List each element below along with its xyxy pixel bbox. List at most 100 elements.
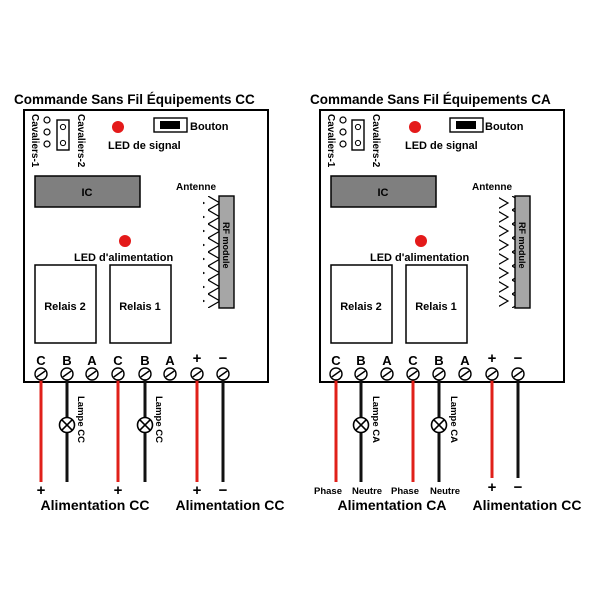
left-bottom-sign: +: [114, 482, 123, 499]
left-antenne-label: Antenne: [176, 182, 216, 193]
right-neutre-label: Neutre: [430, 486, 460, 497]
right-jumper-pin: [339, 140, 347, 148]
left-terminal-label: A: [87, 353, 97, 368]
left-jumper-pin: [43, 140, 51, 148]
left-signal-led-icon: [112, 121, 124, 133]
right-bottom-sign: −: [514, 479, 523, 496]
left-screw-terminal-icon: [34, 367, 48, 381]
right-screw-terminal-icon: [432, 367, 446, 381]
left-jumper-pin: [59, 139, 67, 147]
left-panel: Commande Sans Fil Équipements CC Cavalie…: [14, 92, 284, 513]
right-supply-label: Alimentation CC: [473, 497, 582, 513]
left-terminal-label: +: [193, 350, 202, 367]
left-title: Commande Sans Fil Équipements CC: [14, 92, 255, 107]
left-terminal-label: −: [219, 350, 228, 367]
right-bouton-label: Bouton: [485, 121, 524, 133]
right-neutre-label: Neutre: [352, 486, 382, 497]
left-bouton-actuator: [160, 121, 180, 129]
left-lamp-icon: [58, 416, 76, 434]
right-terminal-label: C: [408, 353, 418, 368]
right-supply-label: Alimentation CA: [338, 497, 447, 513]
left-relay-2-label: Relais 2: [44, 301, 86, 313]
right-lamp-label: Lampe CA: [448, 396, 459, 443]
right-terminal-label: C: [331, 353, 341, 368]
left-screw-terminal-icon: [216, 367, 230, 381]
left-screw-terminal-icon: [190, 367, 204, 381]
right-jumper-pin: [354, 123, 362, 131]
right-rf-module: [514, 195, 531, 309]
left-power-led-icon: [119, 235, 131, 247]
right-screw-terminal-icon: [380, 367, 394, 381]
left-rf-module: [218, 195, 235, 309]
right-relay-1-label: Relais 1: [415, 301, 457, 313]
left-relay-1-label: Relais 1: [119, 301, 161, 313]
left-bouton-label: Bouton: [190, 121, 229, 133]
right-title: Commande Sans Fil Équipements CA: [310, 92, 551, 107]
right-cavaliers-2-label: Cavaliers-2: [370, 114, 381, 168]
left-cavaliers-2-label: Cavaliers-2: [75, 114, 86, 168]
right-terminal-label: A: [460, 353, 470, 368]
left-ic-chip: [34, 175, 141, 208]
right-ic-chip: [330, 175, 437, 208]
right-terminal-label: +: [488, 350, 497, 367]
left-screw-terminal-icon: [85, 367, 99, 381]
right-power-led-icon: [415, 235, 427, 247]
right-relay-2-label: Relais 2: [340, 301, 382, 313]
right-rf-module-label: RF module: [517, 222, 527, 269]
right-signal-led-icon: [409, 121, 421, 133]
left-screw-terminal-icon: [60, 367, 74, 381]
right-terminal-label: B: [434, 353, 443, 368]
left-screw-terminal-icon: [111, 367, 125, 381]
right-lamp-icon: [430, 416, 448, 434]
left-terminal-label: B: [140, 353, 149, 368]
right-terminal-label: A: [382, 353, 392, 368]
left-terminal-label: A: [165, 353, 175, 368]
right-screw-terminal-icon: [485, 367, 499, 381]
right-lamp-icon: [352, 416, 370, 434]
left-signal-led-label: LED de signal: [108, 140, 181, 152]
right-power-led-label: LED d'alimentation: [370, 252, 469, 264]
right-phase-label: Phase: [391, 486, 419, 497]
left-supply-label: Alimentation CC: [176, 497, 285, 513]
right-screw-terminal-icon: [511, 367, 525, 381]
left-jumper-pin: [43, 116, 51, 124]
right-relay-2: [330, 264, 393, 344]
left-screw-terminal-icon: [163, 367, 177, 381]
left-terminal-label: B: [62, 353, 71, 368]
left-jumper-pin: [43, 128, 51, 136]
left-jumper-pin: [59, 123, 67, 131]
right-screw-terminal-icon: [406, 367, 420, 381]
right-signal-led-label: LED de signal: [405, 140, 478, 152]
left-bottom-sign: +: [193, 482, 202, 499]
right-screw-terminal-icon: [354, 367, 368, 381]
left-ic-label: IC: [82, 187, 93, 199]
right-terminal-label: B: [356, 353, 365, 368]
right-bouton-actuator: [456, 121, 476, 129]
left-lamp-label: Lampe CC: [153, 396, 164, 443]
left-bottom-sign: −: [219, 482, 228, 499]
left-supply-label: Alimentation CC: [41, 497, 150, 513]
right-cavaliers-1-label: Cavaliers-1: [325, 114, 336, 168]
right-antenne-label: Antenne: [472, 182, 512, 193]
left-cavaliers-1-label: Cavaliers-1: [29, 114, 40, 168]
right-jumper-pin: [339, 116, 347, 124]
right-panel: Commande Sans Fil Équipements CA Cavalie…: [310, 92, 581, 513]
right-terminal-label: −: [514, 350, 523, 367]
left-relay-1: [109, 264, 172, 344]
right-jumper-pin: [354, 139, 362, 147]
right-screw-terminal-icon: [329, 367, 343, 381]
left-lamp-icon: [136, 416, 154, 434]
left-lamp-label: Lampe CC: [75, 396, 86, 443]
right-ic-label: IC: [378, 187, 389, 199]
right-jumper-pin: [339, 128, 347, 136]
right-screw-terminal-icon: [458, 367, 472, 381]
left-relay-2: [34, 264, 97, 344]
left-terminal-label: C: [113, 353, 123, 368]
right-lamp-label: Lampe CA: [370, 396, 381, 443]
right-bottom-sign: +: [488, 479, 497, 496]
left-screw-terminal-icon: [138, 367, 152, 381]
right-antenna-coil-icon: [499, 196, 515, 308]
left-rf-module-label: RF module: [221, 222, 231, 269]
left-terminal-label: C: [36, 353, 46, 368]
